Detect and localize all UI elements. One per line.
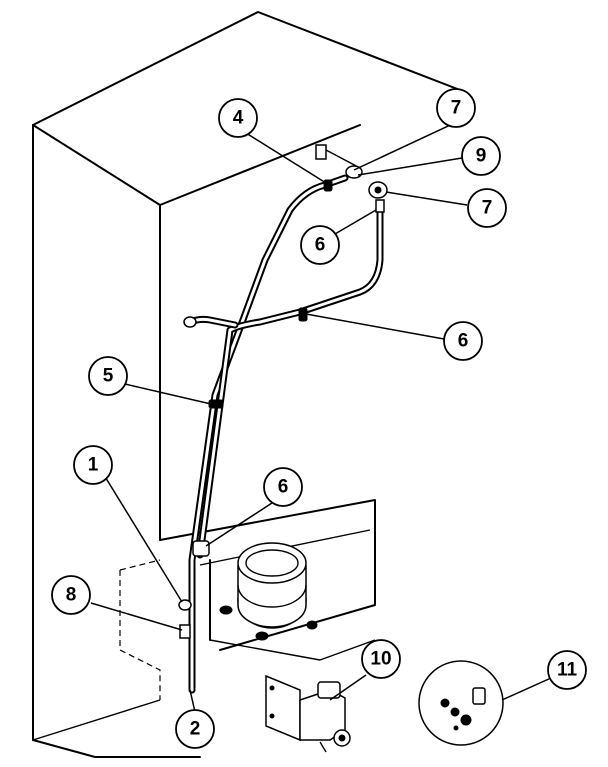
callout-4: 4 xyxy=(218,98,258,138)
callout-label: 6 xyxy=(278,477,289,498)
callout-label: 11 xyxy=(557,660,578,681)
callout-label: 7 xyxy=(482,198,493,219)
callout-label: 7 xyxy=(451,98,462,119)
callout-10: 10 xyxy=(361,639,401,679)
callout-label: 8 xyxy=(66,585,77,606)
callout-label: 9 xyxy=(476,146,487,167)
callout-label: 4 xyxy=(233,108,244,129)
valve-bracket-assembly xyxy=(315,144,388,213)
compressor-compartment xyxy=(119,499,376,700)
tubing-fittings xyxy=(178,179,333,639)
callout-1: 1 xyxy=(73,445,113,485)
callout-7-bottom: 7 xyxy=(467,188,507,228)
callout-label: 2 xyxy=(190,719,201,740)
callout-2: 2 xyxy=(175,709,215,749)
callout-label: 5 xyxy=(103,366,114,387)
callout-6-middle: 6 xyxy=(443,321,483,361)
callout-label: 6 xyxy=(315,235,326,256)
callout-7-top: 7 xyxy=(436,88,476,128)
callout-11: 11 xyxy=(547,650,587,690)
water-tubing xyxy=(186,174,384,694)
callout-8: 8 xyxy=(51,575,91,615)
leader-lines xyxy=(90,119,552,713)
hardware-kit-part xyxy=(418,660,504,746)
callout-9: 9 xyxy=(461,136,501,176)
callout-label: 1 xyxy=(88,455,99,476)
callout-5: 5 xyxy=(88,356,128,396)
compressor xyxy=(219,542,318,641)
callout-label: 6 xyxy=(458,331,469,352)
callout-6-bottom: 6 xyxy=(263,467,303,507)
callout-label: 10 xyxy=(370,649,391,670)
callout-6-top: 6 xyxy=(300,225,340,265)
water-valve-part xyxy=(265,674,351,753)
